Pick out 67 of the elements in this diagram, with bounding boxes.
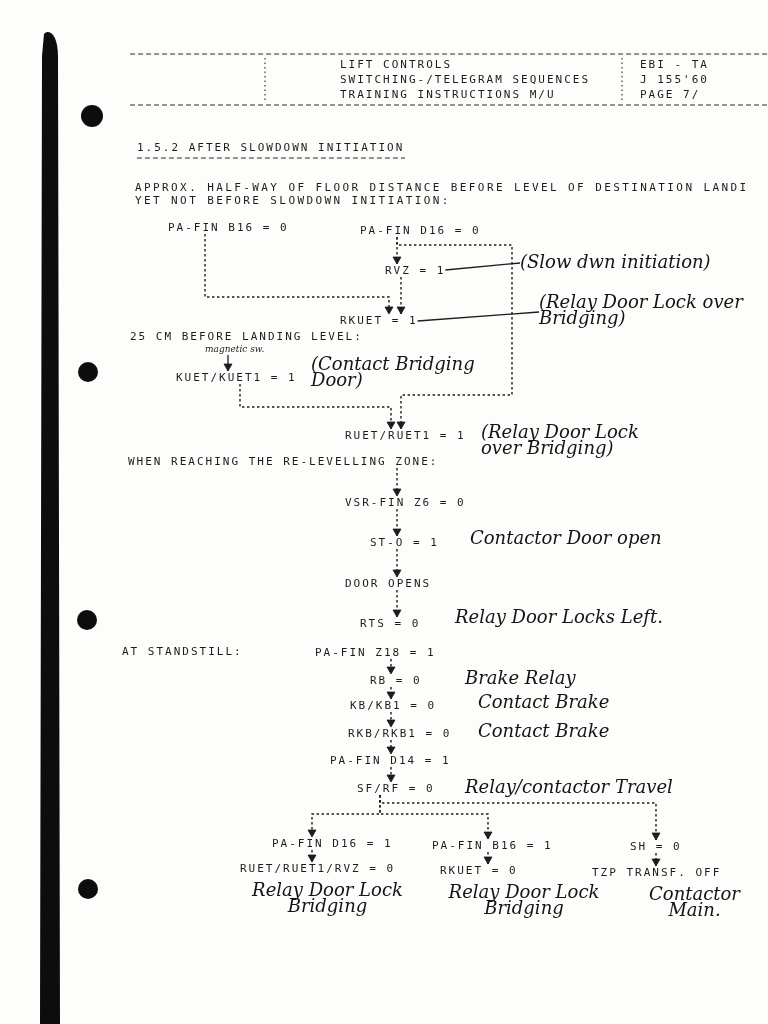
flow-arrow [392, 467, 402, 497]
handwritten-note: magnetic sw. [205, 344, 266, 355]
signal-state: DOOR OPENS [345, 577, 432, 590]
header-text: SWITCHING-/TELEGRAM SEQUENCES [340, 73, 591, 86]
leader-line [416, 311, 540, 322]
signal-state: VSR-FIN Z6 = 0 [345, 496, 466, 509]
flow-arrow [386, 711, 396, 728]
signal-state: PA-FIN D16 = 0 [360, 224, 481, 237]
signal-state: RTS = 0 [360, 617, 421, 630]
condition-heading: WHEN REACHING THE RE-LEVELLING ZONE: [128, 455, 439, 468]
handwritten-note: Relay Door Lock Bridging [250, 882, 404, 914]
signal-state: SF/RF = 0 [357, 782, 435, 795]
signal-state: SH = 0 [630, 840, 682, 853]
flow-arrow [223, 354, 233, 372]
signal-state: RVZ = 1 [385, 264, 446, 277]
handwritten-note: Contact Brake [478, 723, 611, 739]
signal-state: PA-FIN Z18 = 1 [315, 646, 436, 659]
handwritten-note: (Relay Door Lock over Bridging) [539, 294, 748, 326]
flow-arrow [483, 851, 493, 865]
flow-arrow [396, 236, 513, 430]
signal-state: PA-FIN D16 = 1 [272, 837, 393, 850]
handwritten-note: (Slow dwn initiation) [520, 254, 713, 270]
signal-state: PA-FIN B16 = 0 [168, 221, 289, 234]
flow-arrow [392, 589, 402, 618]
handwritten-note: (Relay Door Lock over Bridging) [481, 424, 640, 456]
signal-state: PA-FIN B16 = 1 [432, 839, 553, 852]
flow-arrow [379, 794, 661, 841]
signal-state: RB = 0 [370, 674, 422, 687]
flow-arrow [307, 849, 317, 863]
flow-arrow [386, 658, 396, 675]
flow-arrow [396, 276, 406, 315]
signal-state: TZP TRANSF. OFF [592, 866, 722, 879]
handwritten-note: Relay Door Lock Bridging [447, 884, 601, 916]
handwritten-note: Contact Brake [478, 694, 611, 710]
leader-line [444, 262, 521, 271]
section-heading: 1.5.2 AFTER SLOWDOWN INITIATION [137, 141, 405, 154]
flow-arrow [204, 233, 394, 315]
handwritten-note: Contactor Main. [648, 886, 742, 918]
handwritten-note: Relay Door Locks Left. [455, 609, 664, 625]
signal-state: RKB/RKB1 = 0 [348, 727, 452, 740]
signal-state: PA-FIN D14 = 1 [330, 754, 451, 767]
condition-heading: 25 CM BEFORE LANDING LEVEL: [130, 330, 363, 343]
handwritten-note: Contactor Door open [470, 530, 663, 546]
signal-state: KUET/KUET1 = 1 [176, 371, 297, 384]
flow-arrow [386, 686, 396, 700]
signal-state: RKUET = 0 [440, 864, 518, 877]
condition-heading: AT STANDSTILL: [122, 645, 243, 658]
header-text: TRAINING INSTRUCTIONS M/U [340, 88, 556, 101]
signal-state: RKUET = 1 [340, 314, 418, 327]
signal-state: KB/KB1 = 0 [350, 699, 437, 712]
flow-arrow [239, 383, 396, 430]
signal-state: ST-O = 1 [370, 536, 439, 549]
handwritten-note: Relay/contactor Travel [465, 779, 674, 795]
handwritten-note: (Contact Bridging Door) [311, 356, 476, 388]
intro-paragraph: APPROX. HALF-WAY OF FLOOR DISTANCE BEFORE LEVEL OF DESTINATION LANDI YET NOT BEFORE SLOWDOWN INITIATION: [135, 181, 750, 207]
flow-arrow [386, 766, 396, 783]
flow-arrow [386, 739, 396, 755]
signal-state: RUET/RUET1 = 1 [345, 429, 466, 442]
document-reference: J 155'60 [640, 73, 709, 86]
document-reference: PAGE 7/ [640, 88, 701, 101]
handwritten-note: Brake Relay [465, 670, 577, 686]
header-text: LIFT CONTROLS [340, 58, 453, 71]
signal-state: RUET/RUET1/RVZ = 0 [240, 862, 396, 875]
flow-arrow [651, 852, 661, 867]
flow-arrow [392, 548, 402, 578]
document-reference: EBI - TA [640, 58, 709, 71]
flow-arrow [392, 508, 402, 537]
